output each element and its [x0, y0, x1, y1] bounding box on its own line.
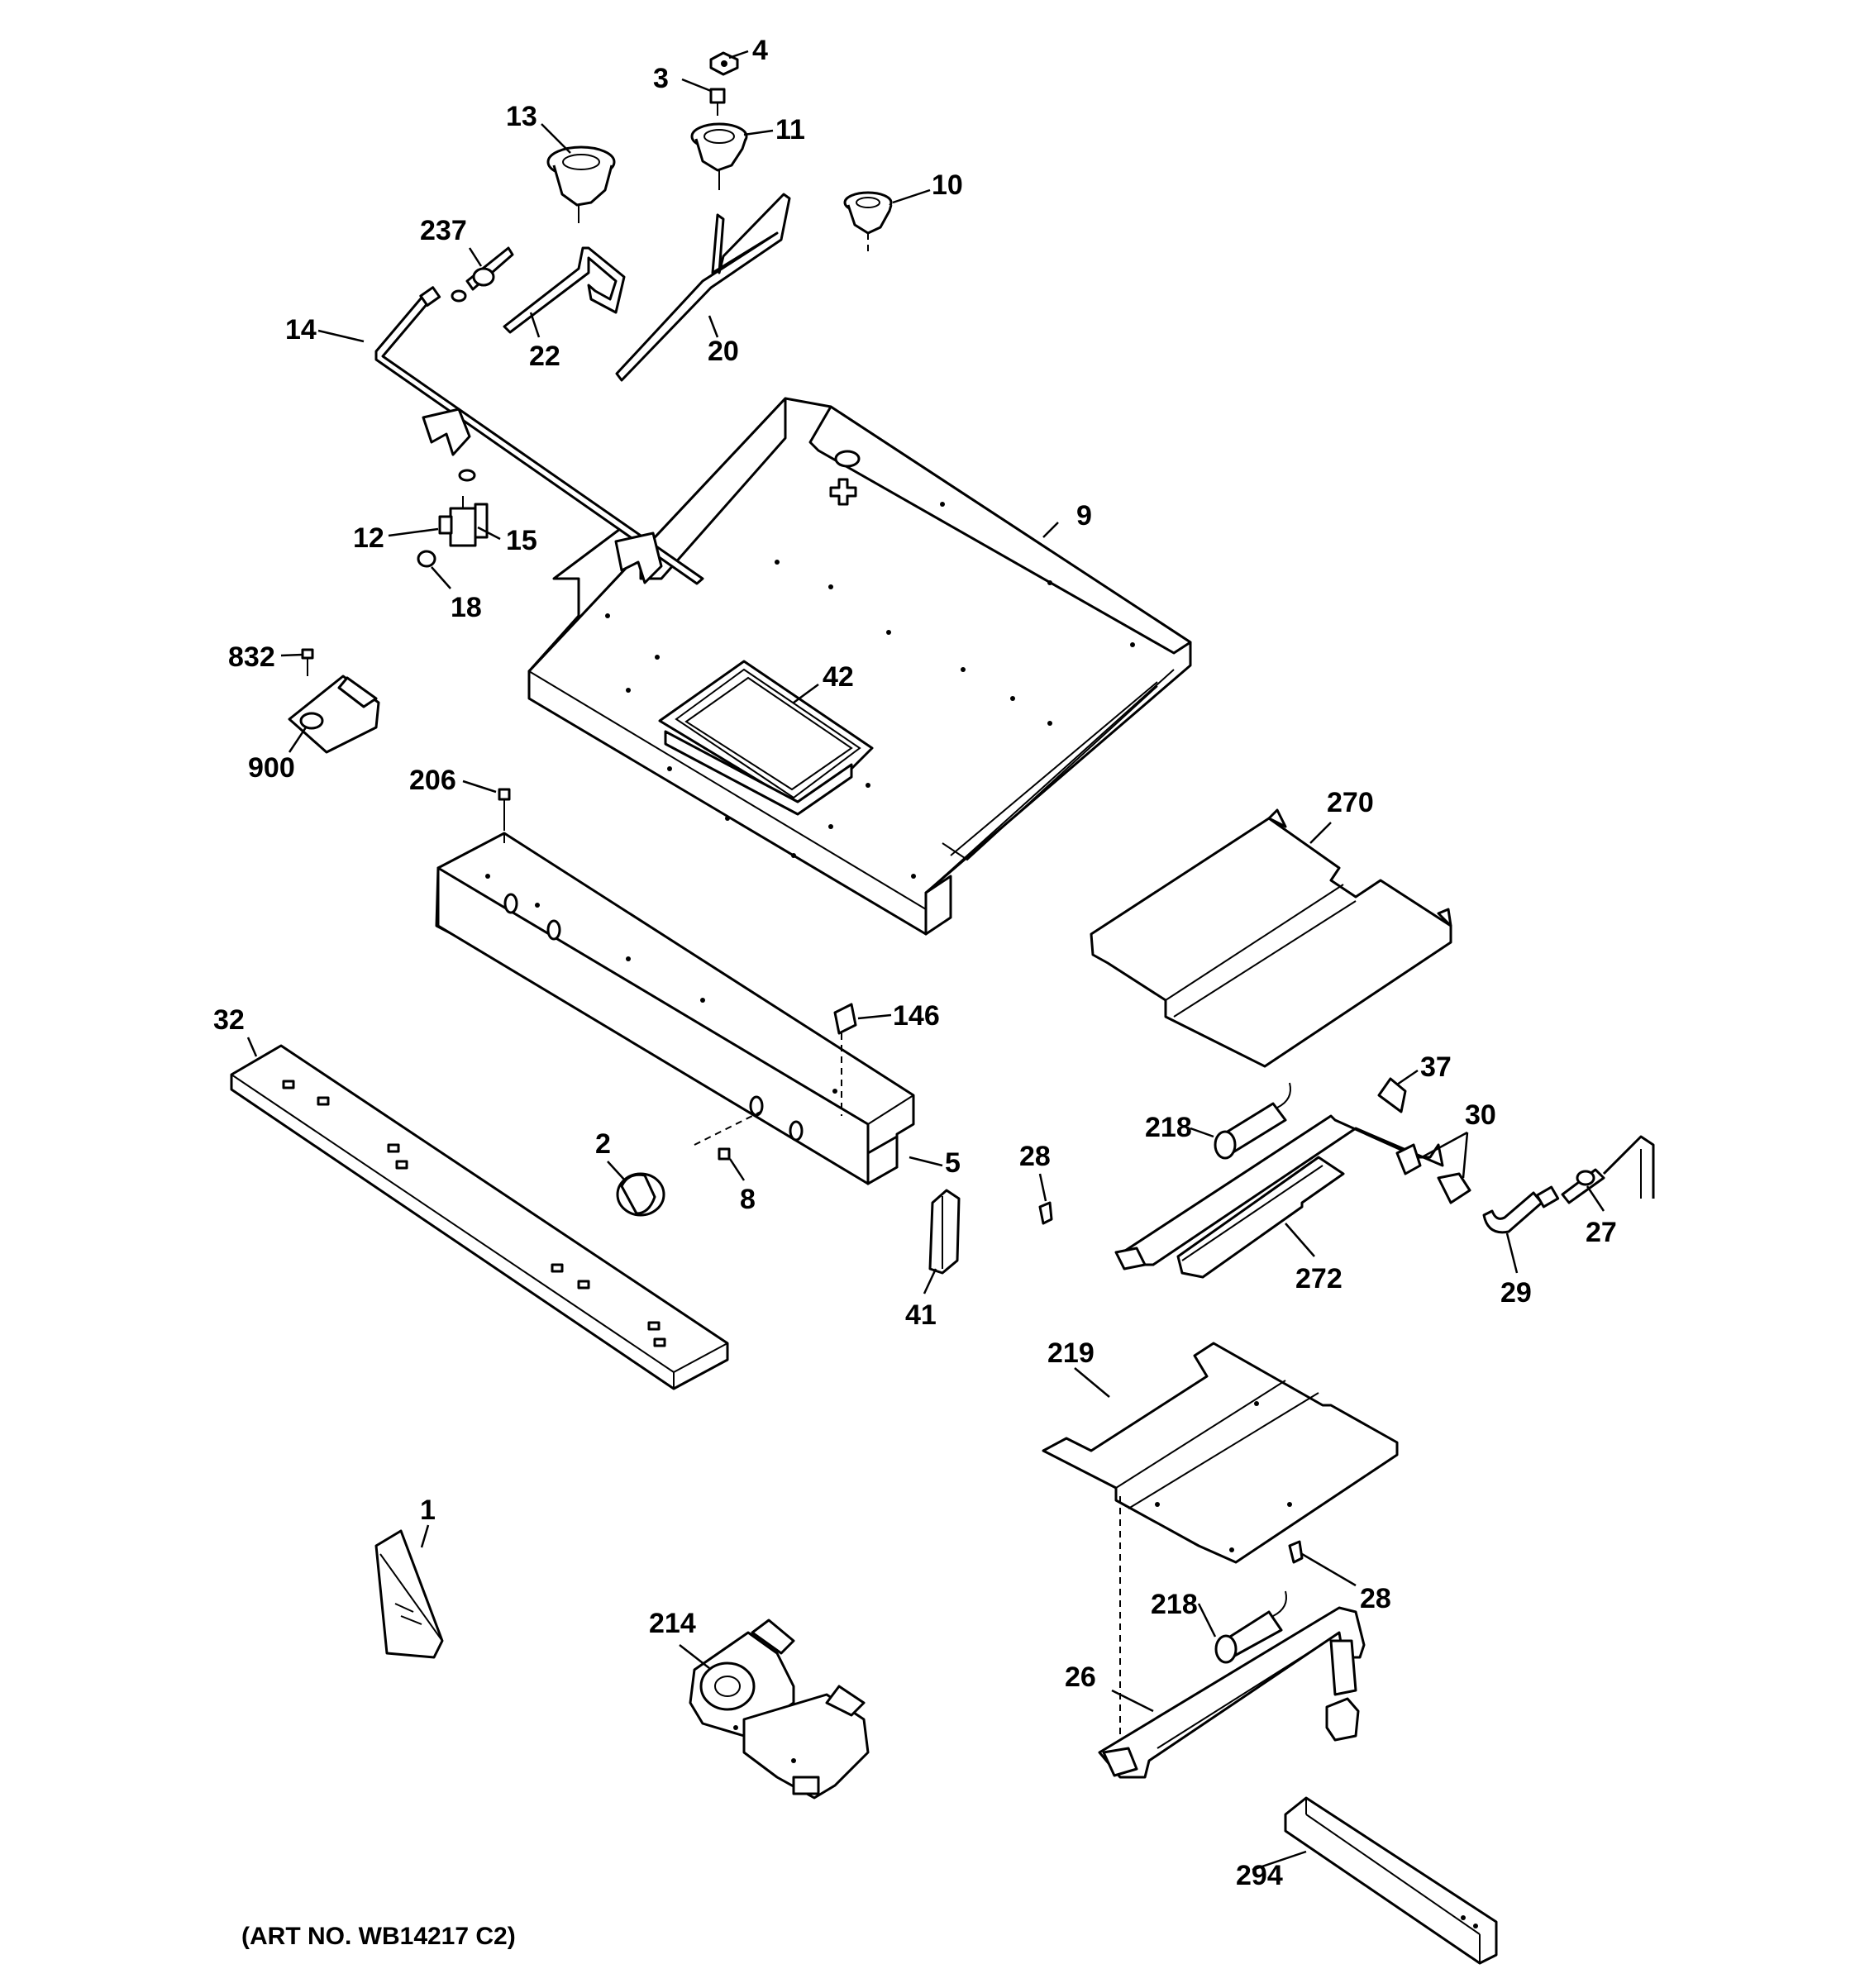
part-218-igniter-upper: [1214, 1082, 1291, 1160]
part-11-burner-head: [690, 122, 748, 190]
callout-label: 11: [775, 114, 805, 145]
callout-label: 206: [409, 765, 456, 796]
part-900-bracket: [288, 648, 380, 754]
part-30-orifice-holder: [1395, 1143, 1471, 1204]
part-26-burner-tube: [1098, 1606, 1366, 1779]
part-29-elbow: [1482, 1185, 1560, 1234]
callout-label: 29: [1500, 1277, 1532, 1309]
callout-label: 30: [1465, 1099, 1496, 1131]
part-3-orifice: [709, 88, 726, 116]
callout-label: 28: [1360, 1583, 1391, 1614]
part-146-clip: [833, 1003, 857, 1116]
part-14-manifold: [374, 286, 704, 585]
part-37-bracket: [1377, 1077, 1407, 1113]
callout-label: 22: [529, 341, 560, 372]
part-294-bracket: [1284, 1796, 1498, 1965]
callout-label: 32: [213, 1004, 245, 1036]
callout-label: 15: [506, 525, 537, 556]
part-5-control-panel: [435, 832, 915, 1185]
callout-label: 218: [1145, 1112, 1192, 1143]
callout-label: 5: [945, 1147, 961, 1179]
part-8-screw: [718, 1147, 731, 1161]
part-237-orifice: [451, 246, 514, 303]
callout-labels: 4 3 13 11 10 237 14 22 20 9 12 15 18 832…: [213, 35, 1617, 1891]
part-1-literature: [374, 1529, 444, 1659]
part-28-clip-lower: [1288, 1540, 1304, 1564]
art-number-caption: (ART NO. WB14217 C2): [241, 1923, 516, 1950]
callout-label: 214: [649, 1608, 696, 1639]
callout-label: 900: [248, 752, 295, 784]
callout-label: 13: [506, 101, 537, 132]
callout-label: 27: [1586, 1217, 1617, 1248]
callout-label: 2: [595, 1128, 611, 1160]
part-10-burner-head: [843, 191, 893, 252]
part-214-gas-valve: [689, 1619, 870, 1800]
callout-label: 14: [285, 314, 317, 346]
leader-lines: [246, 50, 1605, 1871]
callout-label: 146: [893, 1000, 940, 1032]
callout-label: 832: [228, 641, 275, 673]
part-12-valve: [417, 496, 489, 568]
callout-label: 18: [451, 592, 482, 623]
part-13-burner-head: [546, 145, 616, 223]
callout-label: 37: [1420, 1051, 1452, 1083]
callout-label: 219: [1047, 1337, 1095, 1369]
part-206-screw: [498, 788, 511, 831]
callout-label: 3: [653, 63, 669, 94]
part-41-cover: [928, 1189, 961, 1275]
callout-label: 41: [905, 1299, 937, 1331]
part-42-access-panel: [658, 660, 874, 816]
part-9-burner-box: [527, 397, 1192, 936]
callout-label: 4: [752, 35, 768, 66]
callout-label: 294: [1236, 1860, 1283, 1891]
part-27-fitting: [1561, 1135, 1655, 1204]
part-28-clip-upper: [1038, 1201, 1053, 1225]
callout-label: 10: [932, 169, 963, 201]
callout-label: 9: [1076, 500, 1092, 532]
part-270-shield: [1090, 808, 1452, 1068]
callout-label: 20: [708, 336, 739, 367]
part-2-knob: [616, 1172, 665, 1217]
part-22-tube: [503, 246, 626, 334]
callout-label: 270: [1327, 787, 1374, 818]
callout-label: 218: [1151, 1589, 1198, 1620]
part-219-shield: [1042, 1342, 1399, 1736]
part-32-trim-strip: [230, 1044, 729, 1390]
callout-label: 26: [1065, 1661, 1096, 1693]
callout-label: 28: [1019, 1141, 1051, 1172]
callout-label: 12: [353, 522, 384, 554]
part-218-igniter-lower: [1214, 1590, 1287, 1664]
callout-label: 42: [823, 661, 854, 693]
part-272-burner-upper: [1114, 1114, 1444, 1279]
callout-label: 1: [420, 1495, 436, 1526]
callout-label: 237: [420, 215, 467, 246]
callout-label: 272: [1295, 1263, 1343, 1294]
callout-label: 8: [740, 1184, 756, 1215]
part-20-tube: [615, 193, 791, 382]
